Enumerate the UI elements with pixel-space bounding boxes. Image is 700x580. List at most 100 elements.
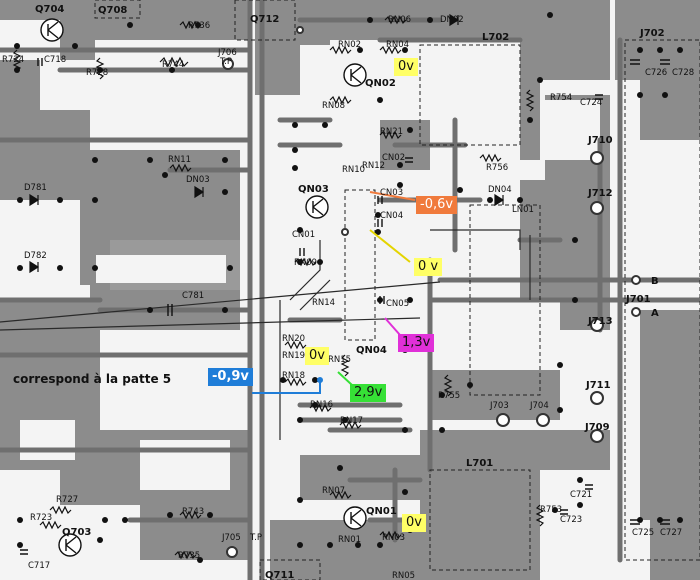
label-j702: J702 — [639, 28, 665, 39]
label-j711: J711 — [585, 380, 611, 391]
label-j705: J705 — [221, 533, 241, 543]
label-rn08: RN08 — [322, 101, 345, 111]
label-rn04: RN04 — [386, 40, 409, 50]
label-q704: Q704 — [35, 4, 64, 15]
label-b-pin: B — [651, 276, 659, 287]
label-cn02: CN02 — [382, 153, 405, 163]
label-tp-bottom: T.P — [249, 533, 262, 543]
label-rn01: RN01 — [338, 535, 361, 545]
label-q711: Q711 — [265, 570, 294, 580]
voltage-qn02: 0v — [394, 58, 418, 76]
label-j701: J701 — [625, 294, 651, 305]
label-r736: R736 — [188, 21, 210, 31]
label-cn01: CN01 — [292, 230, 315, 240]
label-q708: Q708 — [98, 5, 127, 16]
label-qn03: QN03 — [298, 184, 329, 195]
label-c718: C718 — [44, 55, 66, 65]
label-dn04: DN04 — [488, 185, 512, 195]
transistor-leads — [47, 21, 362, 554]
voltage-pin5: -0,9v — [208, 368, 253, 386]
label-j709: J709 — [584, 422, 610, 433]
label-r754: R754 — [550, 93, 572, 103]
label-a-pin: A — [651, 308, 659, 319]
label-rn16: RN16 — [310, 400, 333, 410]
label-j712: J712 — [587, 188, 613, 199]
diode-symbols — [29, 13, 505, 274]
label-qn04: QN04 — [356, 345, 387, 356]
label-r744: R744 — [162, 60, 184, 70]
label-rn07: RN07 — [322, 486, 345, 496]
leader-cn04 — [369, 229, 411, 263]
label-j703: J703 — [489, 401, 509, 411]
label-d782: D782 — [24, 251, 47, 261]
label-d781: D781 — [24, 183, 47, 193]
label-r753: R753 — [540, 505, 562, 515]
label-c723: C723 — [560, 515, 582, 525]
voltage-cn04: 0 v — [414, 258, 443, 276]
voltage-rn19: 0v — [305, 347, 329, 365]
capacitor-symbols — [20, 58, 670, 555]
label-r728: R728 — [86, 68, 108, 78]
label-j710: J710 — [587, 135, 613, 146]
label-j706: J706 — [217, 48, 237, 58]
label-r724: R724 — [2, 55, 24, 65]
label-cn04: CN04 — [380, 211, 403, 221]
voltage-cn05: 1,3v — [398, 334, 435, 352]
label-c781: C781 — [182, 291, 204, 301]
label-r735: R735 — [178, 551, 200, 561]
component-labels: Q704 Q708 R736 Q712 RN06 DN02 R724 C718 … — [2, 4, 694, 580]
label-rn09: RN09 — [294, 258, 317, 268]
label-r723: R723 — [30, 513, 52, 523]
label-j713: J713 — [587, 316, 613, 327]
leader-pin5 — [252, 380, 321, 394]
label-q703: Q703 — [62, 527, 91, 538]
label-c726: C726 — [645, 68, 667, 78]
label-rn19: RN19 — [282, 351, 305, 361]
label-rn03: RN03 — [382, 533, 405, 543]
label-rn17: RN17 — [340, 416, 363, 426]
voltage-qn01: 0v — [402, 514, 426, 532]
voltage-cn03: -0,6v — [416, 196, 458, 214]
label-ln01: LN01 — [512, 205, 534, 215]
label-q712: Q712 — [250, 14, 279, 25]
label-rn10: RN10 — [342, 165, 365, 175]
label-r727: R727 — [56, 495, 78, 505]
label-rn14: RN14 — [312, 298, 335, 308]
label-rn02: RN02 — [338, 40, 361, 50]
leader-cn05 — [384, 317, 401, 336]
label-rn06: RN06 — [388, 15, 411, 25]
test-pads — [222, 26, 641, 558]
label-r755: R755 — [438, 391, 460, 401]
label-c721: C721 — [570, 490, 592, 500]
label-rn12: RN12 — [362, 161, 385, 171]
label-rn20: RN20 — [282, 334, 305, 344]
label-c724: C724 — [580, 98, 602, 108]
label-r743: R743 — [182, 507, 204, 517]
label-rn18: RN18 — [282, 371, 305, 381]
label-c727: C727 — [660, 528, 682, 538]
label-tp-top: T.P — [219, 57, 232, 67]
label-r756: R756 — [486, 163, 508, 173]
label-rn21: RN21 — [380, 127, 403, 137]
pin5-marker — [317, 377, 323, 383]
resistor-symbols — [12, 15, 545, 560]
label-dn03: DN03 — [186, 175, 210, 185]
label-cn05: CN05 — [386, 299, 409, 309]
module-outlines — [94, 0, 700, 580]
label-dn02: DN02 — [440, 15, 464, 25]
transistor-symbols — [40, 18, 367, 557]
pin5-caption: correspond à la patte 5 — [13, 372, 172, 386]
label-l702: L702 — [482, 32, 509, 43]
label-c728: C728 — [672, 68, 694, 78]
voltage-rn15: 2,9v — [350, 384, 387, 402]
label-c717: C717 — [28, 561, 50, 571]
thin-wires — [0, 229, 531, 440]
label-rn11: RN11 — [168, 155, 191, 165]
leader-rn15 — [337, 371, 353, 386]
label-rn05: RN05 — [392, 571, 415, 580]
label-l701: L701 — [466, 458, 493, 469]
label-qn02: QN02 — [365, 78, 396, 89]
